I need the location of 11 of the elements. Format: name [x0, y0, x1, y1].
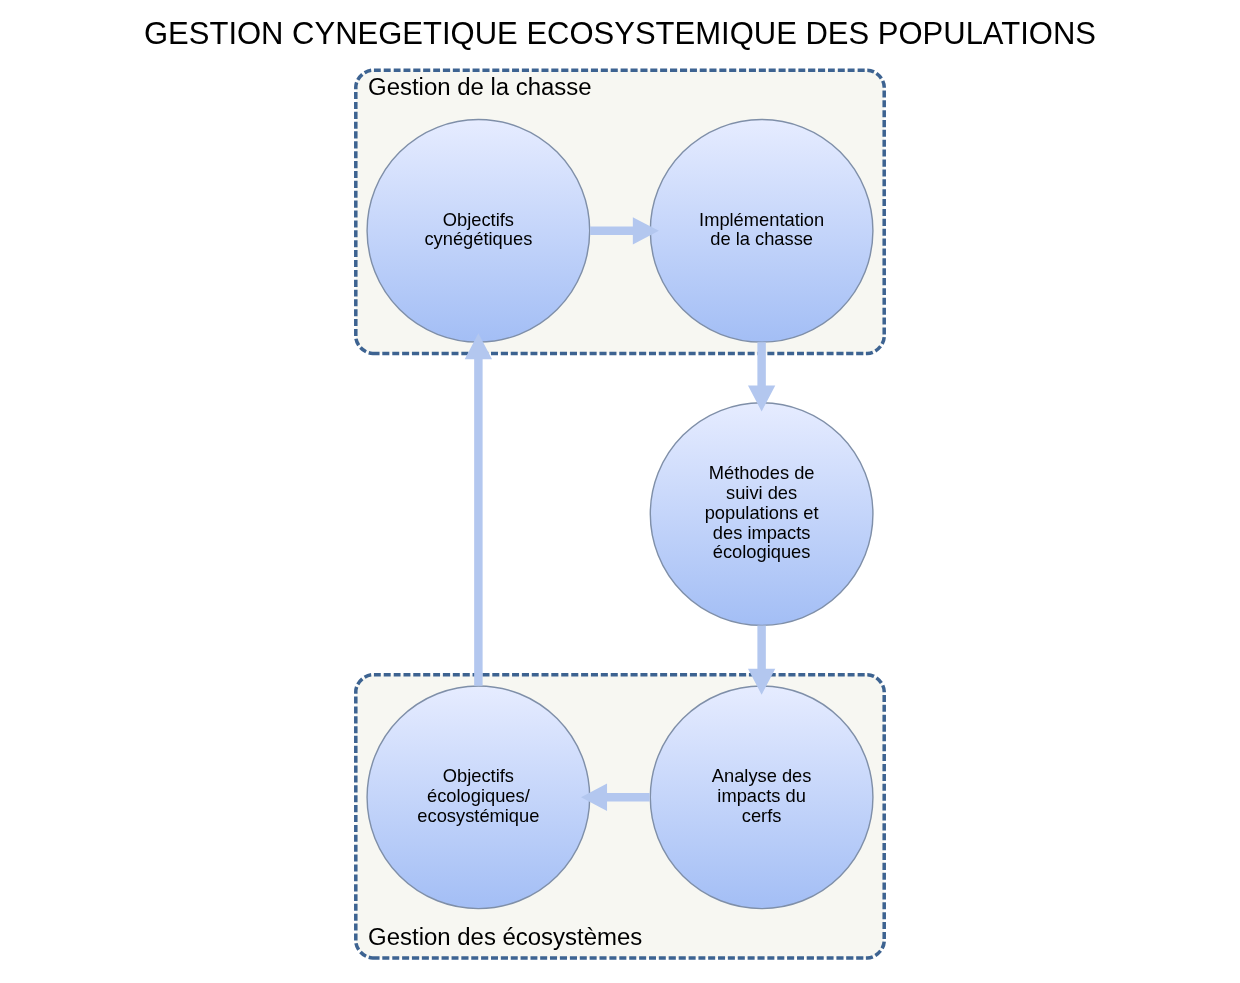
arrow — [747, 342, 776, 412]
node-circle: Implémentation de la chasse — [649, 118, 874, 343]
arrow — [464, 333, 493, 686]
arrow — [747, 625, 776, 695]
node-circle: Objectifs écologiques/ ecosystémique — [366, 685, 591, 910]
arrow — [590, 217, 659, 245]
node-circle: Objectifs cynégétiques — [366, 118, 591, 343]
node-circle: Analyse des impacts du cerfs — [649, 685, 874, 910]
diagram-title: GESTION CYNEGETIQUE ECOSYSTEMIQUE DES POPULATIONS — [144, 16, 1096, 52]
arrow — [581, 783, 650, 811]
node-circle: Méthodes de suivi des populations et des impacts écologiques — [649, 402, 874, 627]
